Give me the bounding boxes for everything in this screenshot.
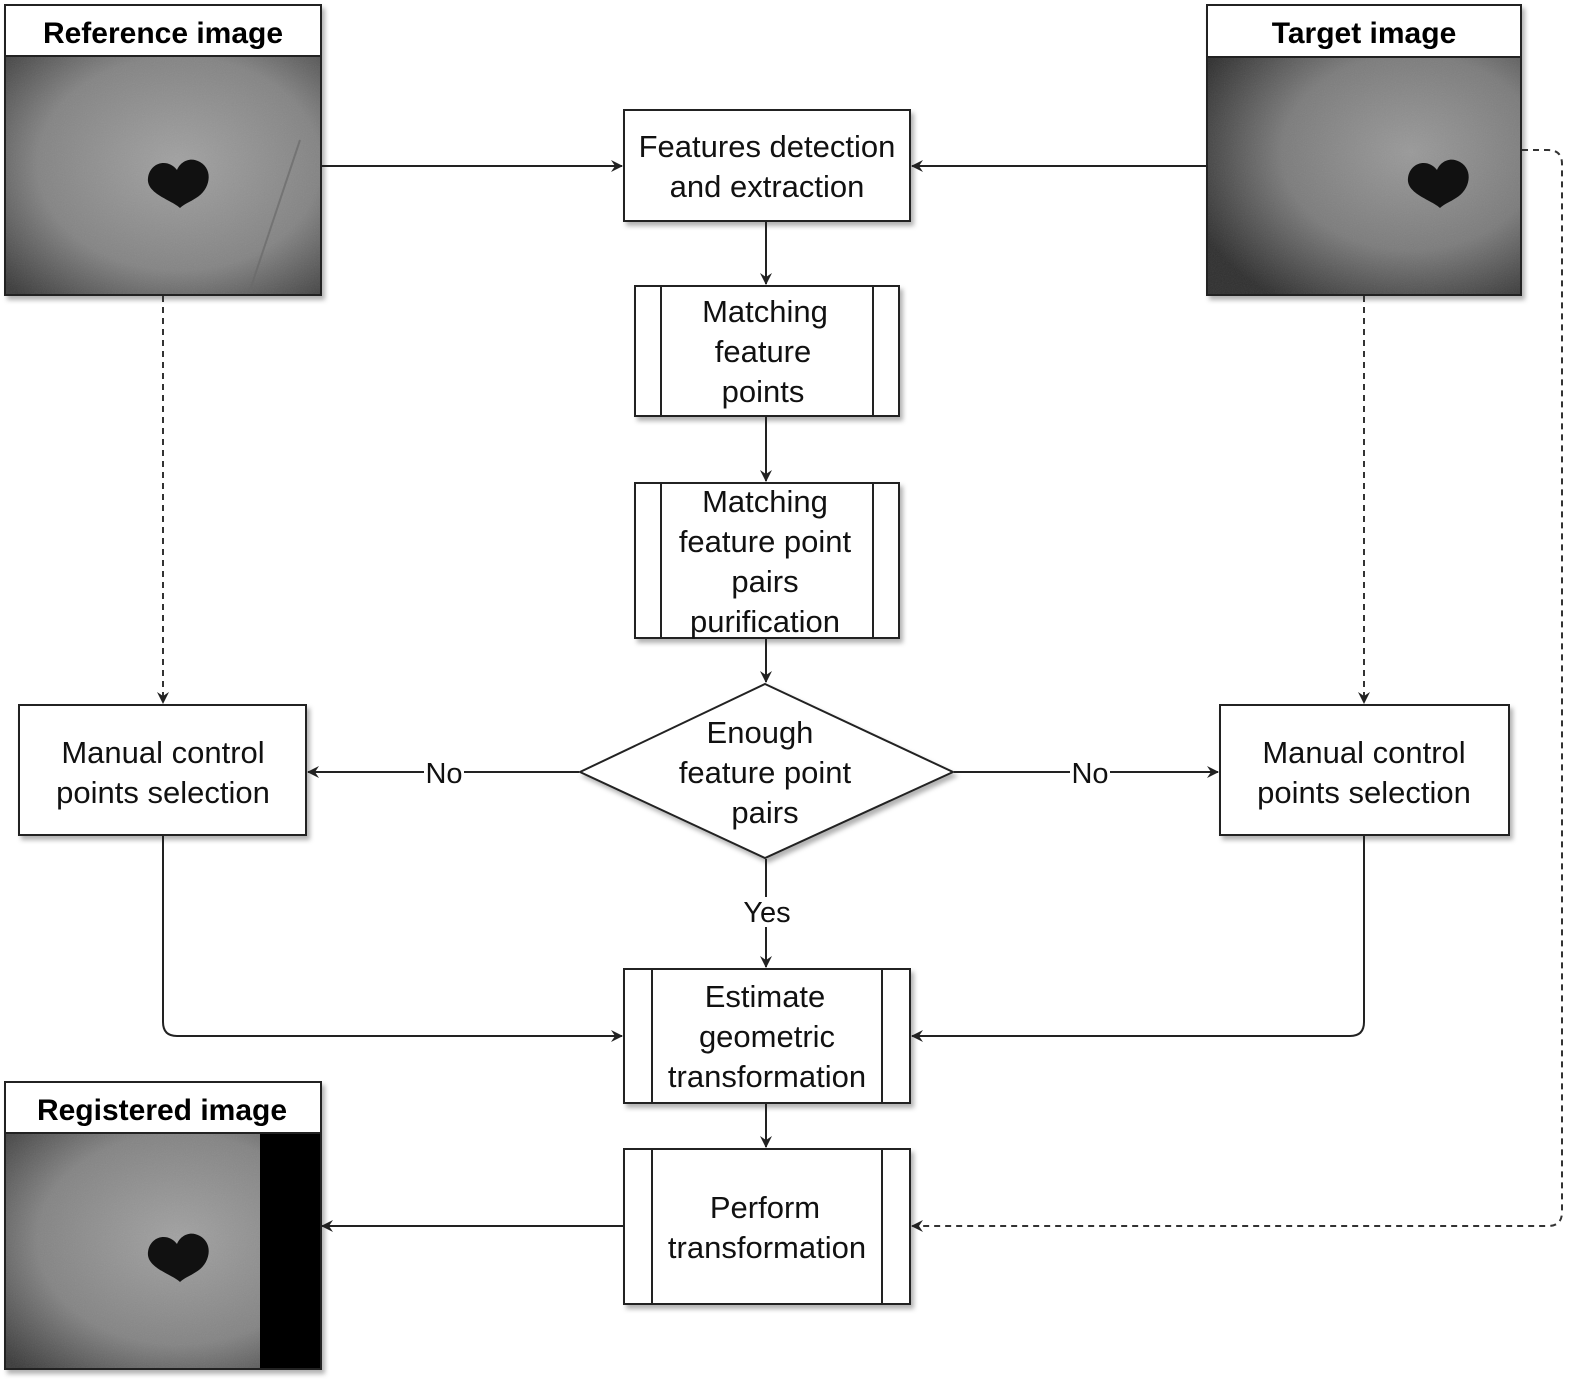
yes-label: Yes [743, 897, 790, 929]
target-image-panel: Target image [1206, 4, 1522, 296]
svg-text:Estimate: Estimate [705, 979, 826, 1014]
estimate-transformation-box: Estimate geometric transformation [623, 968, 911, 1104]
svg-text:Manual control: Manual control [61, 735, 264, 770]
edge-labels: No No Yes [424, 758, 1110, 929]
svg-text:points: points [722, 374, 805, 409]
reference-image-title: Reference image [43, 17, 283, 50]
connectors [162, 160, 1365, 1232]
svg-text:purification: purification [690, 604, 840, 639]
registered-image-panel: Registered image [4, 1081, 322, 1370]
no-left-label: No [425, 758, 462, 790]
svg-text:points selection: points selection [1257, 775, 1471, 810]
svg-text:transformation: transformation [668, 1059, 866, 1094]
svg-text:Perform: Perform [710, 1190, 820, 1225]
edge-manual-left-to-estimate [162, 836, 623, 1042]
features-detection-box: Features detection and extraction [623, 109, 911, 222]
reference-image-panel: Reference image [4, 4, 322, 296]
no-right-label: No [1071, 758, 1108, 790]
svg-text:Features detection: Features detection [639, 129, 896, 164]
svg-text:points selection: points selection [56, 775, 270, 810]
svg-text:Manual control: Manual control [1262, 735, 1465, 770]
perform-transformation-box: Perform transformation [623, 1148, 911, 1305]
enough-pairs-decision: Enough feature point pairs [577, 682, 956, 860]
manual-control-right-box: Manual control points selection [1219, 704, 1510, 836]
svg-text:Enough: Enough [707, 715, 814, 750]
svg-text:Matching: Matching [702, 484, 828, 519]
svg-text:pairs: pairs [731, 795, 798, 830]
heart-shape-icon [147, 159, 209, 208]
svg-text:pairs: pairs [731, 564, 798, 599]
manual-control-left-box: Manual control points selection [18, 704, 307, 836]
svg-text:geometric: geometric [699, 1019, 835, 1054]
edge-manual-right-to-estimate [911, 836, 1365, 1042]
svg-text:Matching: Matching [702, 294, 828, 329]
heart-shape-icon [1407, 159, 1469, 208]
dashed-connectors [157, 149, 1563, 1232]
svg-text:feature point: feature point [679, 524, 852, 559]
svg-text:and extraction: and extraction [670, 169, 865, 204]
registered-image-title: Registered image [37, 1094, 287, 1127]
heart-shape-icon [147, 1233, 209, 1282]
target-image-title: Target image [1272, 17, 1457, 50]
svg-text:feature point: feature point [679, 755, 852, 790]
purification-box: Matching feature point pairs purificatio… [634, 482, 900, 639]
matching-feature-points-box: Matching feature points [634, 285, 900, 417]
edge-target-to-perform [911, 149, 1563, 1232]
svg-text:transformation: transformation [668, 1230, 866, 1265]
svg-text:feature: feature [715, 334, 812, 369]
